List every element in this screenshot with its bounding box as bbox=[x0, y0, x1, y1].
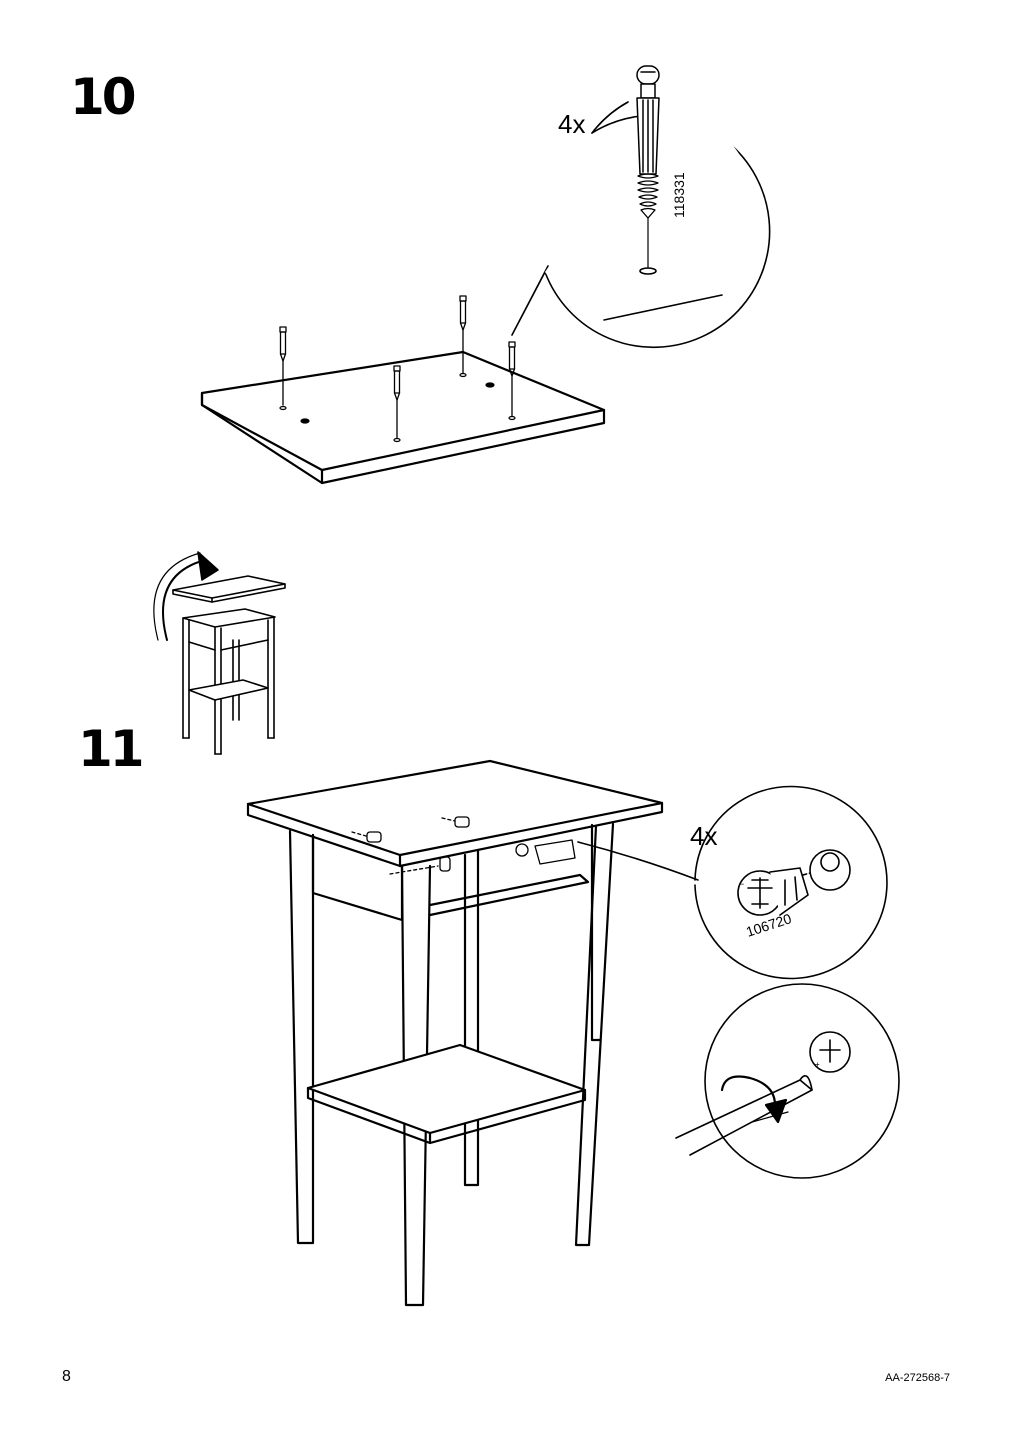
flat-screwdriver-icon bbox=[675, 1074, 813, 1156]
step-10-illustration: 118331 4x bbox=[200, 65, 771, 485]
bedside-table bbox=[246, 759, 664, 1307]
dowel-quantity: 4x bbox=[558, 109, 585, 139]
page-number: 8 bbox=[62, 1368, 71, 1385]
step-10-number: 10 bbox=[70, 68, 137, 126]
cam-lock-quantity: 4x bbox=[690, 821, 717, 851]
clockwise-arrow-icon bbox=[720, 1075, 789, 1124]
dowel-icon bbox=[279, 295, 516, 439]
cam-lock-fitting-icon: − + bbox=[737, 867, 809, 916]
dowel-part-number: 118331 bbox=[671, 172, 687, 218]
panel-holes bbox=[279, 372, 516, 443]
flip-top-thumbnail bbox=[153, 551, 286, 755]
step-11-illustration: − + 4x 106720 + bbox=[153, 551, 900, 1307]
table-top-panel bbox=[200, 350, 606, 485]
step-11-number: 11 bbox=[78, 720, 145, 778]
cam-lock-detail-callout bbox=[577, 785, 888, 980]
document-code: AA-272568-7 bbox=[885, 1372, 950, 1384]
svg-text:−: − bbox=[739, 879, 744, 889]
dowel-detail-callout bbox=[511, 101, 771, 349]
svg-text:+: + bbox=[815, 1060, 820, 1069]
cam-fittings-on-table bbox=[351, 816, 576, 875]
wooden-dowel-icon bbox=[636, 65, 660, 219]
